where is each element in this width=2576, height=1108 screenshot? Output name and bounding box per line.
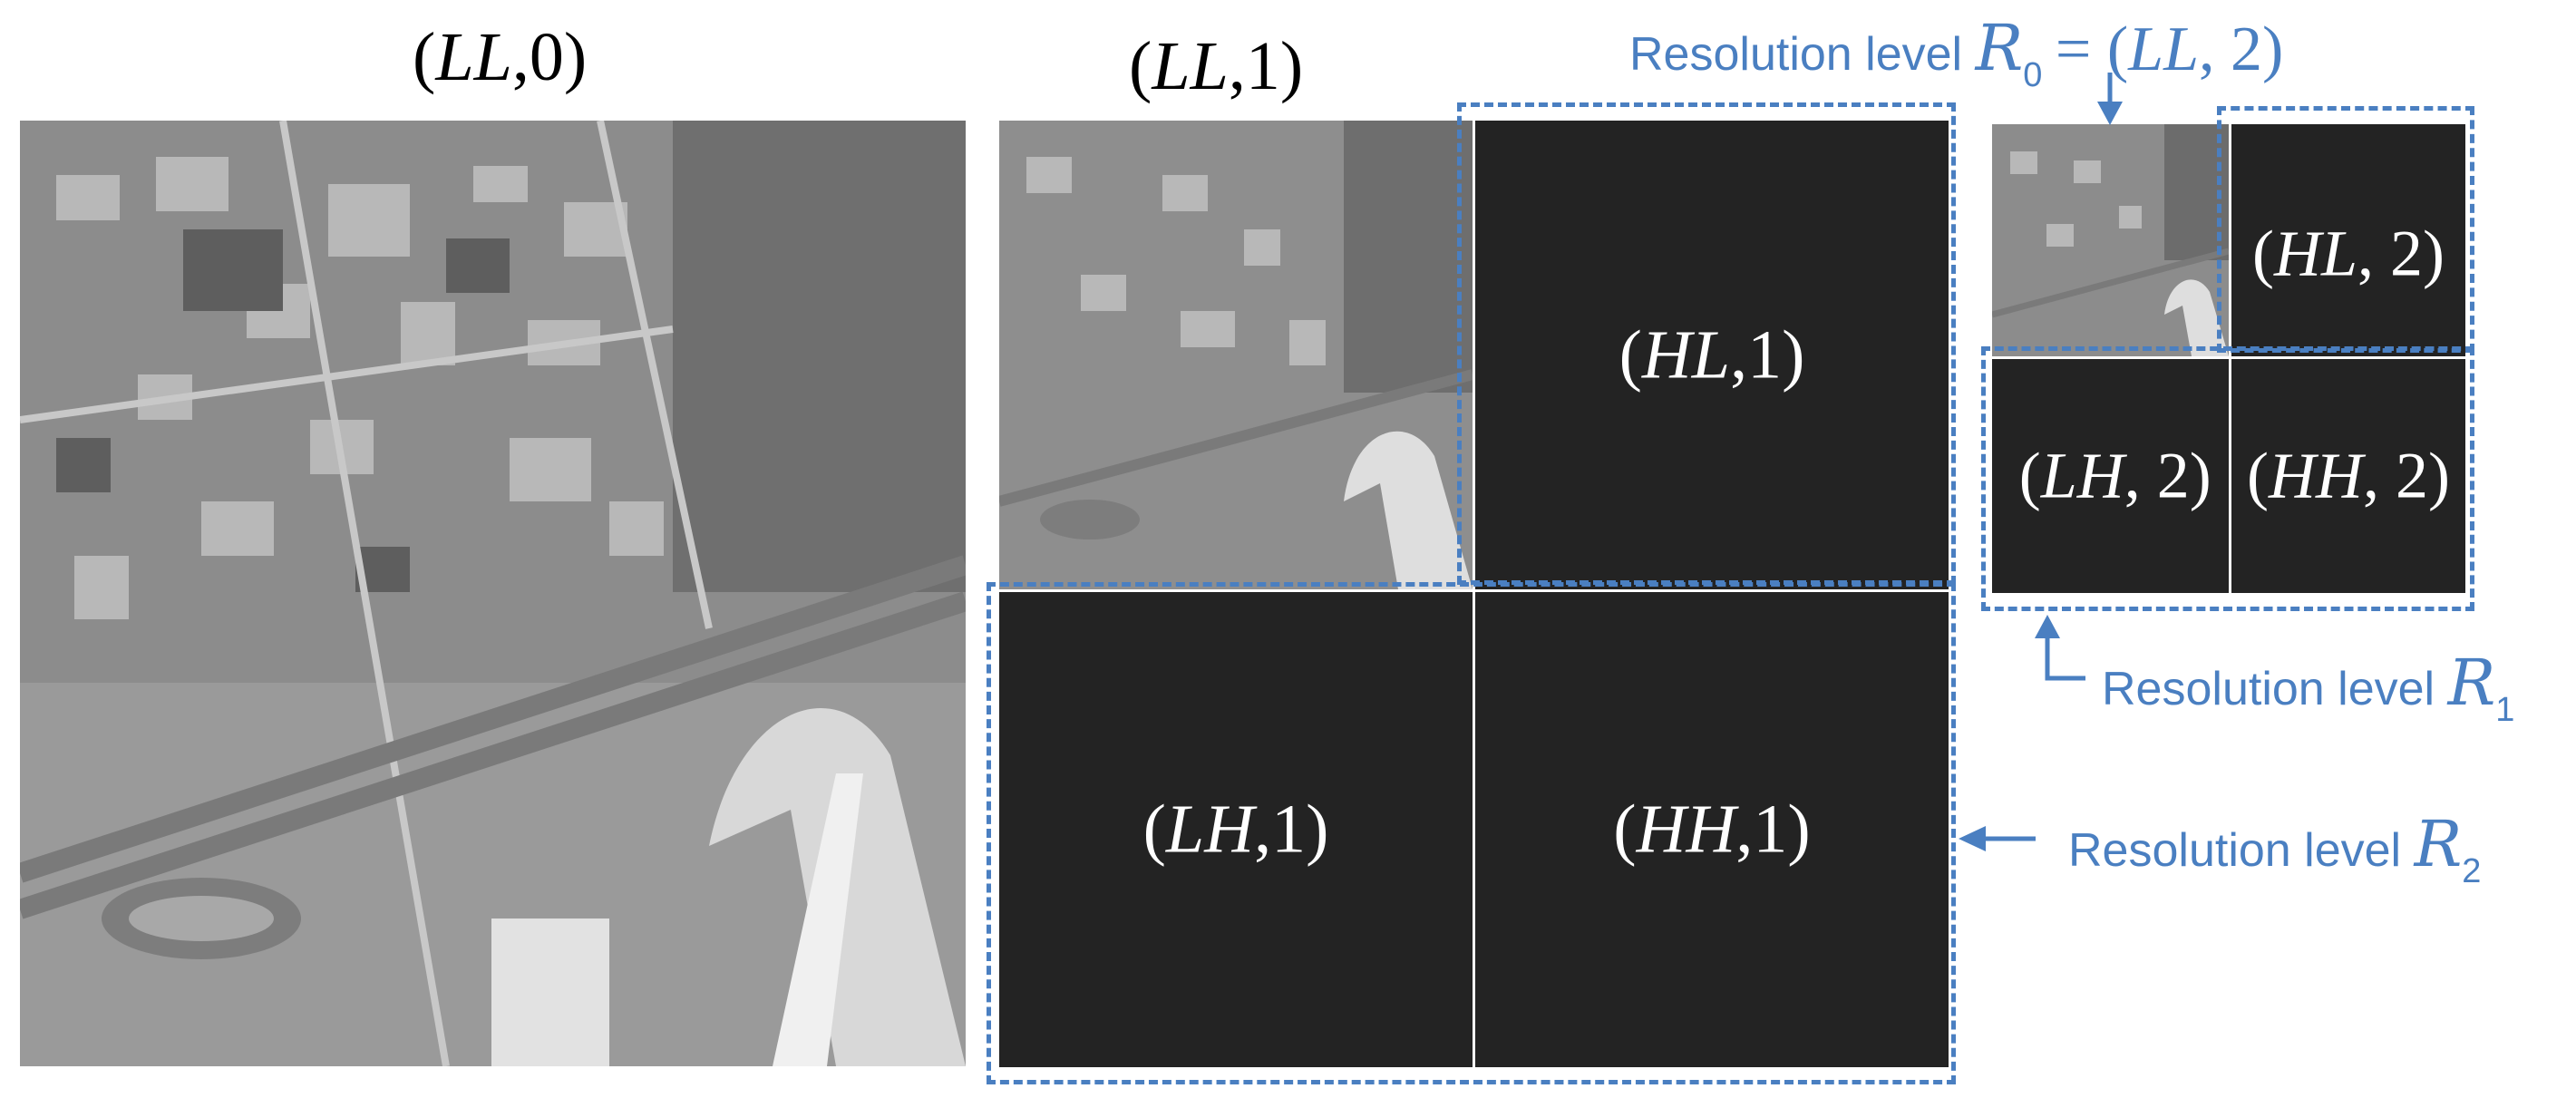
paren: ( — [2247, 439, 2269, 512]
level-text: , 2) — [2124, 439, 2211, 512]
aerial-image-ll-1 — [999, 121, 1473, 589]
aerial-image-ll-0 — [20, 121, 966, 1066]
resolution-index: 2 — [2462, 852, 2482, 890]
annotation-text: Resolution level — [1629, 28, 1963, 81]
annotation-text: Resolution level — [2068, 824, 2402, 877]
band-name: HL — [1641, 316, 1731, 393]
level-text: ,1) — [1730, 316, 1805, 393]
arrow-r0-head — [2097, 102, 2123, 125]
title-ll-1: (LL,1) — [1129, 27, 1303, 106]
band-name: LL — [1152, 28, 1229, 104]
annotation-r1: Resolution level R1 — [2102, 646, 2514, 729]
label-hl-2: (HL, 2) — [2252, 217, 2445, 292]
subband-lh-1: (LH,1) — [999, 592, 1473, 1067]
paren: ( — [1619, 316, 1642, 393]
subband-hh-2: (HH, 2) — [2231, 359, 2465, 593]
level-text: ,1) — [1228, 28, 1304, 104]
band-name: HH — [2269, 439, 2363, 512]
subband-hl-1: (HL,1) — [1475, 121, 1949, 589]
band-name: LL — [2128, 15, 2200, 84]
level-text: , 2) — [2199, 15, 2284, 84]
resolution-symbol: R — [2447, 646, 2496, 720]
paren-open: ( — [1129, 28, 1152, 104]
title-ll-0: (LL,0) — [413, 18, 587, 97]
arrow-r1-line — [2045, 635, 2085, 681]
aerial-image-ll-2 — [1992, 124, 2229, 356]
annotation-r2: Resolution level R2 — [2068, 807, 2481, 890]
label-hh-2: (HH, 2) — [2247, 439, 2450, 514]
level-text: ,0) — [511, 19, 588, 95]
arrow-r1-head — [2035, 615, 2060, 638]
band-name: LL — [435, 19, 512, 95]
level-text: ,1) — [1254, 791, 1329, 868]
paren: ( — [1613, 791, 1637, 868]
dashed-box-r2-lower — [987, 582, 1956, 1084]
level-text: , 2) — [2363, 439, 2450, 512]
resolution-symbol: R — [2414, 807, 2463, 881]
dashed-box-r1-lower-right — [1981, 346, 2474, 611]
resolution-index: 0 — [2023, 56, 2043, 94]
annotation-text: Resolution level — [2102, 663, 2435, 715]
level-text: ,1) — [1735, 791, 1811, 868]
band-name: HH — [1636, 791, 1736, 868]
paren: ( — [2018, 439, 2041, 512]
level-text: , 2) — [2357, 217, 2445, 290]
label-lh-1: (LH,1) — [1143, 791, 1329, 870]
equals-text: = ( — [2055, 15, 2129, 84]
annotation-r0: Resolution level R0 = (LL, 2) — [1629, 11, 2284, 94]
subband-hl-2: (HL, 2) — [2231, 124, 2465, 356]
resolution-symbol: R — [1975, 11, 2024, 85]
band-name: LH — [1165, 791, 1255, 868]
subband-lh-2: (LH, 2) — [1992, 359, 2229, 593]
band-name: LH — [2040, 439, 2124, 512]
paren: ( — [1142, 791, 1166, 868]
label-hl-1: (HL,1) — [1619, 316, 1805, 394]
subband-hh-1: (HH,1) — [1475, 592, 1949, 1067]
paren-open: ( — [413, 19, 436, 95]
band-name: HL — [2273, 217, 2358, 290]
paren: ( — [2251, 217, 2274, 290]
label-hh-1: (HH,1) — [1613, 791, 1810, 870]
resolution-index: 1 — [2495, 691, 2515, 729]
label-lh-2: (LH, 2) — [2019, 439, 2211, 514]
arrow-r2-head — [1959, 826, 1986, 851]
